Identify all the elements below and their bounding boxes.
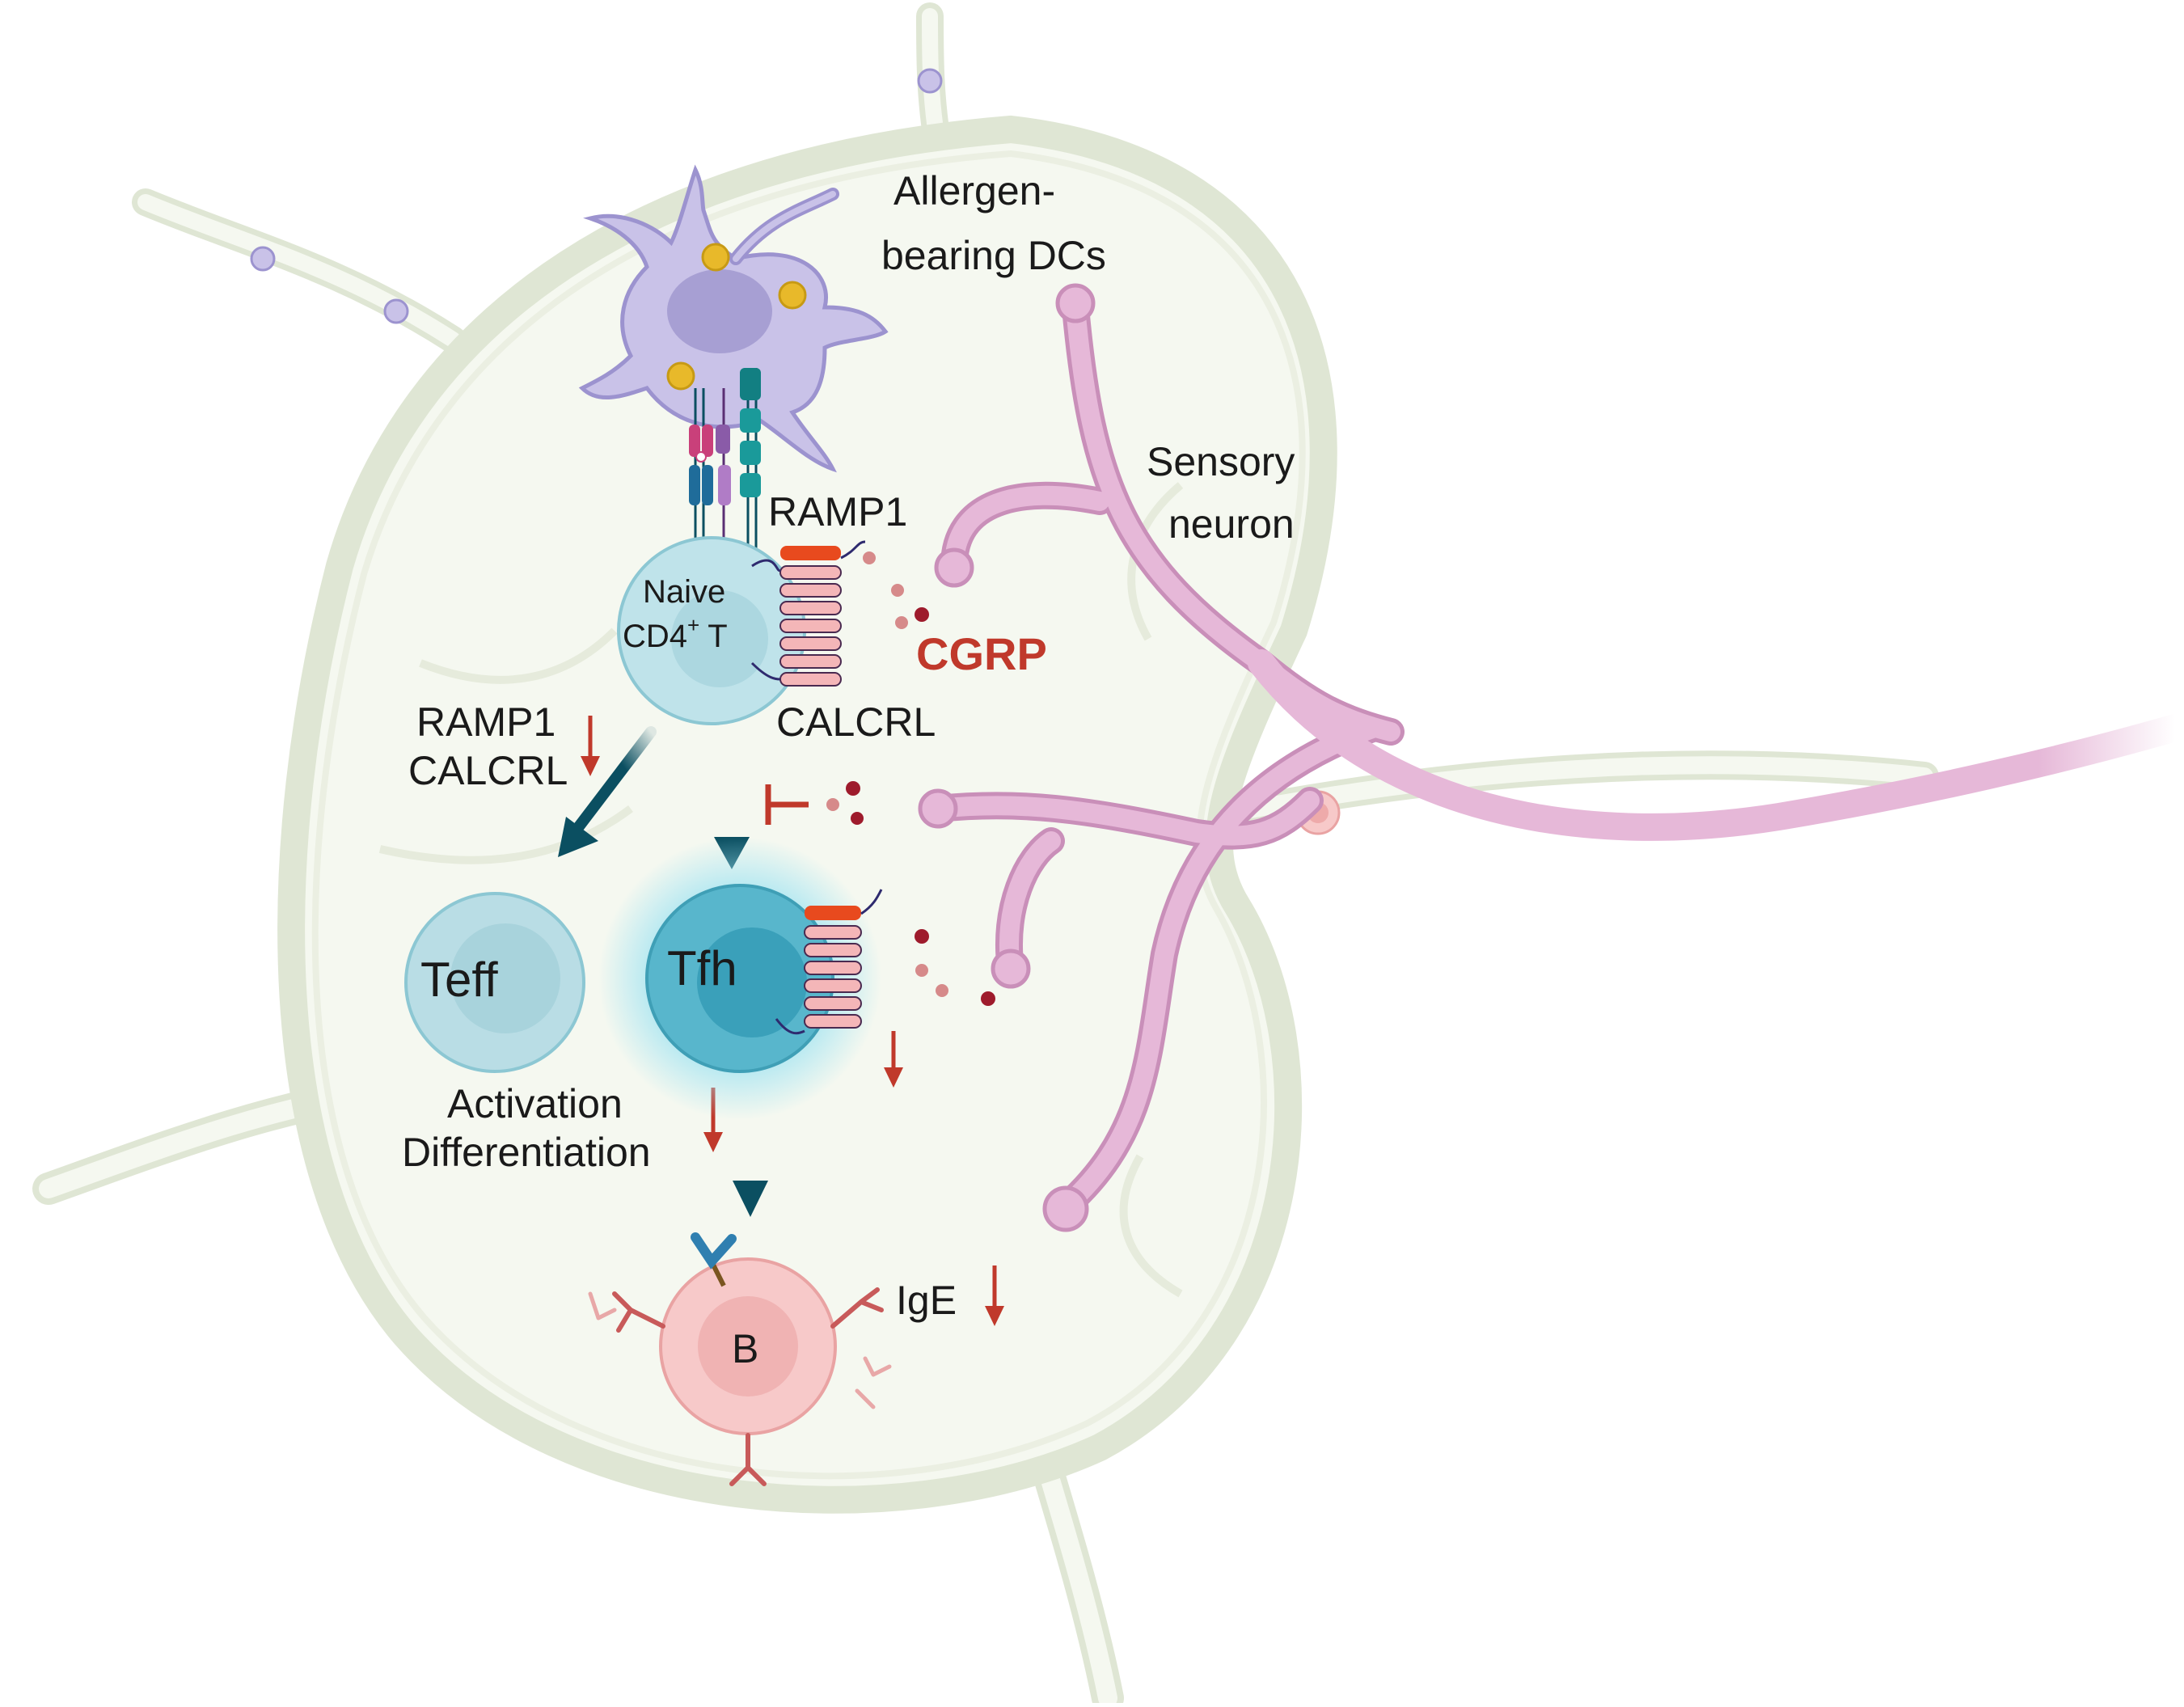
- label-naive-cd4: CD4: [623, 619, 687, 654]
- b-cell: [659, 1232, 837, 1435]
- label-ige: IgE: [896, 1278, 957, 1323]
- label-naive-t: T: [708, 619, 727, 654]
- label-sensory-line1: Sensory: [1147, 439, 1295, 484]
- lymphatic-vessels: [32, 2, 1939, 1707]
- cgrp-molecules-top: [863, 551, 929, 629]
- label-cgrp: CGRP: [916, 628, 1047, 679]
- down-arrow-ramp1: [581, 716, 600, 776]
- vessel-cells: [250, 68, 1341, 835]
- label-naive-line2: CD4+ T: [623, 613, 728, 654]
- down-arrow-tfh: [884, 1031, 903, 1088]
- label-naive-line1: Naive: [643, 574, 725, 610]
- cgrp-molecules-tfh: [915, 929, 995, 1006]
- down-arrow-ige: [985, 1265, 1004, 1326]
- sensory-neuron: [918, 283, 2184, 1232]
- label-allergen-line1: Allergen-: [893, 168, 1055, 213]
- label-sensory-line2: neuron: [1168, 501, 1295, 547]
- lymph-node: [277, 115, 1337, 1514]
- label-activation: Activation: [447, 1081, 623, 1126]
- naive-cd4-t-cell: [617, 536, 806, 725]
- allergen-particles: [666, 243, 807, 391]
- label-naive-sup: +: [687, 613, 699, 637]
- label-ramp1: RAMP1: [768, 489, 907, 534]
- label-down-ramp1: RAMP1: [416, 699, 556, 745]
- ige-antibodies: [588, 1287, 892, 1486]
- labels: Allergen- bearing DCs Sensory neuron RAM…: [402, 168, 1295, 1371]
- arrow-to-b-cell: [733, 1082, 768, 1217]
- label-b-cell: B: [732, 1326, 758, 1371]
- calcrl-receptor-tfh: [775, 889, 883, 1035]
- label-teff: Teff: [420, 953, 498, 1007]
- arrow-to-teff: [558, 726, 657, 857]
- label-tfh: Tfh: [667, 941, 737, 995]
- label-calcrl: CALCRL: [776, 699, 936, 745]
- label-down-calcrl: CALCRL: [408, 748, 568, 793]
- tcr-mhc-complex: [689, 368, 761, 566]
- dendritic-cell: [578, 164, 889, 473]
- label-allergen-line2: bearing DCs: [881, 233, 1106, 278]
- inhibition-symbol: [765, 781, 864, 825]
- calcrl-receptor-naive: [750, 540, 866, 687]
- teff-cell: [404, 892, 585, 1073]
- label-differentiation: Differentiation: [402, 1130, 651, 1175]
